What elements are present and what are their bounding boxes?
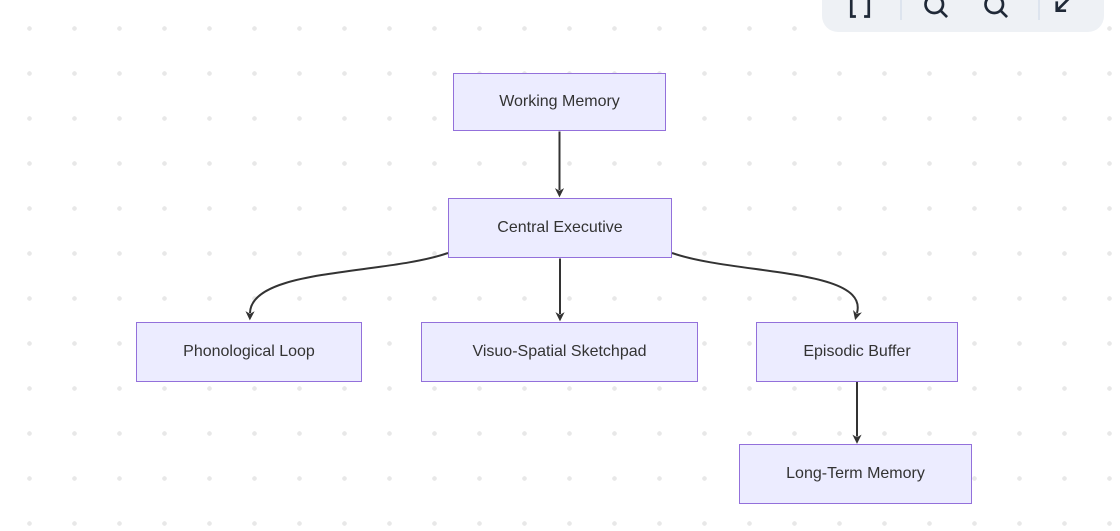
reset-view-icon (1055, 0, 1070, 13)
node-label: Central Executive (497, 219, 623, 236)
node-visuo-spatial-sketchpad: Visuo-Spatial Sketchpad (421, 322, 698, 382)
node-label: Working Memory (499, 93, 620, 110)
zoom-toolbar (822, 0, 1104, 32)
node-label: Phonological Loop (183, 343, 315, 360)
toolbar-separator (1038, 0, 1040, 20)
edge-ce-pl (245, 252, 449, 321)
toolbar-separator (900, 0, 902, 20)
zoom-out-button[interactable] (922, 0, 950, 20)
reset-view-button[interactable] (1048, 0, 1076, 20)
edge-ce-eb (671, 252, 862, 321)
node-phonological-loop: Phonological Loop (136, 322, 362, 382)
node-long-term-memory: Long-Term Memory (739, 444, 972, 504)
node-label: Episodic Buffer (803, 343, 911, 360)
zoom-in-button[interactable] (982, 0, 1010, 20)
zoom-in-icon (984, 0, 1009, 19)
fit-view-icon (849, 0, 871, 18)
node-label: Visuo-Spatial Sketchpad (472, 343, 647, 360)
node-label: Long-Term Memory (786, 465, 925, 482)
zoom-out-icon (924, 0, 949, 19)
fit-view-button[interactable] (846, 0, 874, 20)
node-central-executive: Central Executive (448, 198, 672, 258)
node-episodic-buffer: Episodic Buffer (756, 322, 958, 382)
node-working-memory: Working Memory (453, 73, 666, 131)
